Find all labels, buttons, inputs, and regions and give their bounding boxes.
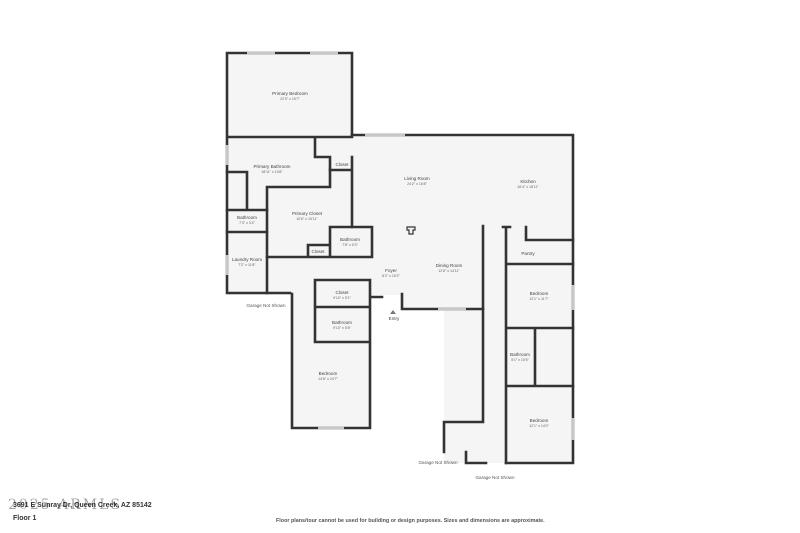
watermark: 2025 ARMLS xyxy=(8,497,122,513)
room-dims: 9'10" x 5'1" xyxy=(333,296,351,300)
room-name: Bathroom xyxy=(510,352,530,357)
room-dims: 24'2" x 16'8" xyxy=(407,182,427,186)
room-name: Dining Room xyxy=(436,263,463,268)
floor-label: Floor 1 xyxy=(13,515,37,522)
room-name: Closet xyxy=(335,162,349,167)
room-dims: 8'2" x 15'2" xyxy=(382,274,400,278)
room-name: Kitchen xyxy=(520,179,536,184)
garage-label: Garage Not Shown xyxy=(246,303,286,308)
room-dims: 7'2" x 11'8" xyxy=(238,263,256,267)
windows xyxy=(225,51,575,440)
room-name: Closet xyxy=(335,290,349,295)
fireplace-icon xyxy=(406,226,416,235)
room-name: Primary Bathroom xyxy=(253,164,290,169)
room-name: Foyer xyxy=(385,268,397,273)
room-dims: 12'1" x 11'7" xyxy=(529,297,549,301)
room-dims: 10'6" x 15'11" xyxy=(296,217,318,221)
entry-arrow-icon xyxy=(390,310,396,314)
room-name: Entry xyxy=(389,316,400,321)
room-name: Closet xyxy=(311,249,325,254)
room-name: Living Room xyxy=(404,176,430,181)
room-name: Primary Closet xyxy=(292,211,323,216)
disclaimer: Floor plans/tour cannot be used for buil… xyxy=(276,518,545,524)
room-dims: 5'1" x 10'5" xyxy=(511,358,529,362)
room-name: Pantry xyxy=(521,251,535,256)
garage-label: Garage Not Shown xyxy=(418,460,458,465)
room-dims: 7'3" x 3'4" xyxy=(239,221,255,225)
property-address: 3691 E Sunray Dr, Queen Creek, AZ 85142 xyxy=(13,502,152,509)
room-dims: 12'8" x 14'11" xyxy=(438,269,460,273)
room-name: Laundry Room xyxy=(232,257,262,262)
room-dims: 9'10" x 5'8" xyxy=(333,326,351,330)
room-dims: 18'11" x 10'8" xyxy=(261,170,283,174)
room-name: Bedroom xyxy=(530,418,549,423)
room-dims: 14'8" x 24'7" xyxy=(318,377,338,381)
room-labels: Primary Bedroom 22'0" x 15'7" Primary Ba… xyxy=(232,91,550,480)
room-dims: 7'8" x 5'3" xyxy=(342,243,358,247)
room-name: Bedroom xyxy=(530,291,549,296)
room-name: Bedroom xyxy=(319,371,338,376)
garage-label: Garage Not Shown xyxy=(475,475,515,480)
room-dims: 16'4" x 18'11" xyxy=(517,185,539,189)
room-name: Bathroom xyxy=(332,320,352,325)
room-name: Primary Bedroom xyxy=(272,91,308,96)
room-name: Bathroom xyxy=(340,237,360,242)
room-dims: 12'1" x 14'0" xyxy=(529,424,549,428)
room-dims: 22'0" x 15'7" xyxy=(280,97,300,101)
room-name: Bathroom xyxy=(237,215,257,220)
